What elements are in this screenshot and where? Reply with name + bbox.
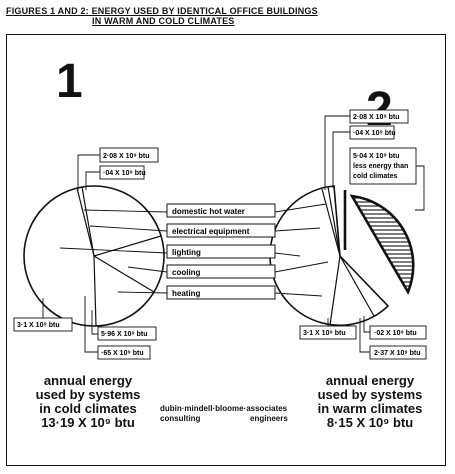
- figure2-summary-line1: annual energy: [325, 373, 415, 388]
- figure2-cooling-value: 2·37 X 10⁹ btu: [374, 350, 421, 357]
- figure1-leaders: [42, 154, 100, 353]
- figure2-number: 2: [366, 83, 393, 136]
- figure1-pie: [23, 185, 165, 327]
- figure-caption-line2: IN WARM AND COLD CLIMATES: [92, 16, 235, 26]
- category-domestic-hot-water: domestic hot water: [172, 207, 245, 216]
- credit-engineers: engineers: [250, 414, 288, 423]
- figure1-summary: annual energy used by systems in cold cl…: [24, 374, 152, 430]
- credit-firm: dubin·mindell·bloome·associates: [160, 404, 288, 413]
- figure-frame: [6, 34, 446, 466]
- figure1-summary-line1: annual energy: [43, 373, 133, 388]
- category-boxes: [166, 203, 276, 300]
- figure2-summary-line3: in warm climates: [317, 401, 423, 416]
- figure1-heating-value: 3·1 X 10⁹ btu: [17, 322, 60, 329]
- figure2-hot-water-value: 2·08 X 10⁹ btu: [353, 114, 400, 121]
- figure2-savings-value: 5·04 X 10⁹ btu: [353, 153, 400, 160]
- figure2-electrical-value: ·04 X 10⁹ btu: [353, 130, 396, 137]
- figure2-lighting-value: ·02 X 10⁹ btu: [374, 330, 417, 337]
- credit-consulting: consulting: [160, 414, 201, 423]
- figure2-savings-note1: less energy than: [353, 163, 408, 170]
- figure1-hot-water-value: 2·08 X 10⁹ btu: [103, 153, 150, 160]
- category-lighting: lighting: [172, 248, 201, 257]
- figure1-value-boxes: [13, 147, 159, 360]
- figure1-summary-line2: used by systems: [35, 387, 141, 402]
- figure2-savings-note2: cold climates: [353, 173, 397, 180]
- figure1-summary-line4: 13·19 X 10⁹ btu: [41, 415, 135, 430]
- category-electrical-equipment: electrical equipment: [172, 227, 250, 236]
- figure1-lighting-value: 5·96 X 10⁹ btu: [101, 331, 148, 338]
- figure-caption-line1: FIGURES 1 AND 2: ENERGY USED BY IDENTICA…: [6, 6, 318, 16]
- figure2-heating-value: 3·1 X 10⁹ btu: [303, 330, 346, 337]
- category-heating: heating: [172, 289, 201, 298]
- figure2-pie: [269, 185, 415, 326]
- figure2-summary-line4: 8·15 X 10⁹ btu: [326, 415, 414, 430]
- savings-wedge: [349, 194, 415, 295]
- category-cooling: cooling: [172, 268, 201, 277]
- figure2-summary-line2: used by systems: [317, 387, 423, 402]
- figure1-cooling-value: ·65 X 10⁹ btu: [101, 350, 144, 357]
- figure2-leaders: [324, 115, 425, 353]
- category-connectors: [59, 203, 329, 297]
- figure1-number: 1: [56, 55, 83, 108]
- figure2-value-boxes: [299, 109, 427, 360]
- figure1-electrical-value: ·04 X 10⁹ btu: [103, 170, 146, 177]
- figure2-summary: annual energy used by systems in warm cl…: [304, 374, 436, 430]
- figure1-summary-line3: in cold climates: [39, 401, 137, 416]
